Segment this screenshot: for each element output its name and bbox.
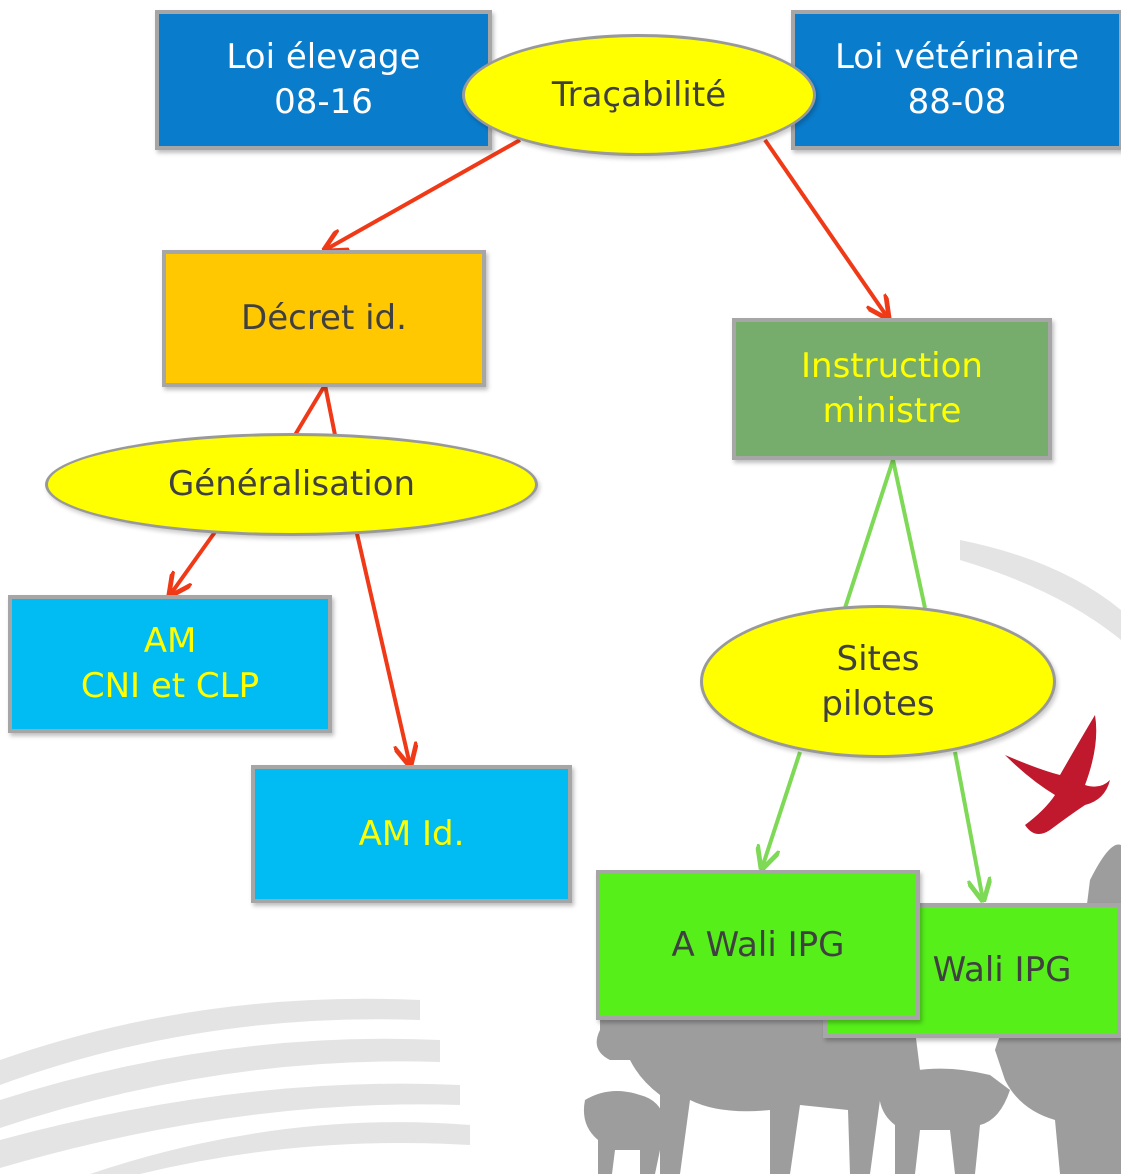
am-cni-line2: CNI et CLP bbox=[80, 666, 260, 706]
generalisation-ellipse: Généralisation bbox=[45, 433, 538, 536]
arrow-generalisation-to-am-id bbox=[353, 524, 410, 765]
line-instruction-to-sites-right bbox=[891, 459, 927, 609]
arrow-tracabilite-to-decret bbox=[325, 138, 521, 250]
am-id-box: AM Id. bbox=[251, 765, 572, 903]
loi-elevage-box: Loi élevage 08-16 bbox=[155, 10, 492, 150]
a-wali-ipg-box: A Wali IPG bbox=[596, 870, 920, 1020]
wali-ipg-label: Wali IPG bbox=[932, 950, 1072, 991]
decret-label: Décret id. bbox=[241, 298, 407, 339]
tracabilite-ellipse: Traçabilité bbox=[462, 34, 816, 156]
loi-veterinaire-title: Loi vétérinaire bbox=[834, 37, 1080, 78]
instruction-ministre-box: Instruction ministre bbox=[732, 318, 1052, 460]
decret-box: Décret id. bbox=[162, 250, 486, 387]
am-id-label: AM Id. bbox=[358, 813, 465, 854]
line-decret-to-generalisation-left bbox=[293, 383, 327, 437]
generalisation-label: Généralisation bbox=[167, 464, 416, 505]
line-instruction-to-sites-left bbox=[843, 459, 895, 609]
loi-elevage-title: Loi élevage bbox=[226, 37, 421, 78]
arrow-sites-to-a-wali bbox=[762, 751, 802, 868]
sites-pilotes-ellipse: Sites pilotes bbox=[700, 605, 1056, 758]
arrow-sites-to-wali bbox=[953, 751, 983, 900]
tracabilite-label: Traçabilité bbox=[551, 74, 727, 115]
arrow-generalisation-to-am-cni bbox=[170, 523, 222, 595]
loi-veterinaire-number: 88-08 bbox=[907, 82, 1007, 122]
sites-pilotes-line2: pilotes bbox=[821, 683, 935, 724]
instruction-line1: Instruction bbox=[801, 346, 983, 387]
swoosh-bands bbox=[0, 540, 1121, 1174]
line-decret-to-generalisation-right bbox=[323, 384, 337, 436]
bird-icon bbox=[1005, 715, 1110, 834]
loi-veterinaire-box: Loi vétérinaire 88-08 bbox=[791, 10, 1121, 150]
a-wali-ipg-label: A Wali IPG bbox=[671, 924, 845, 965]
sites-pilotes-line1: Sites bbox=[836, 638, 920, 679]
instruction-line2: ministre bbox=[822, 391, 962, 431]
am-cni-line1: AM bbox=[143, 621, 197, 662]
loi-elevage-number: 08-16 bbox=[274, 82, 373, 122]
am-cni-clp-box: AM CNI et CLP bbox=[8, 595, 332, 733]
arrow-tracabilite-to-instruction bbox=[763, 138, 888, 318]
